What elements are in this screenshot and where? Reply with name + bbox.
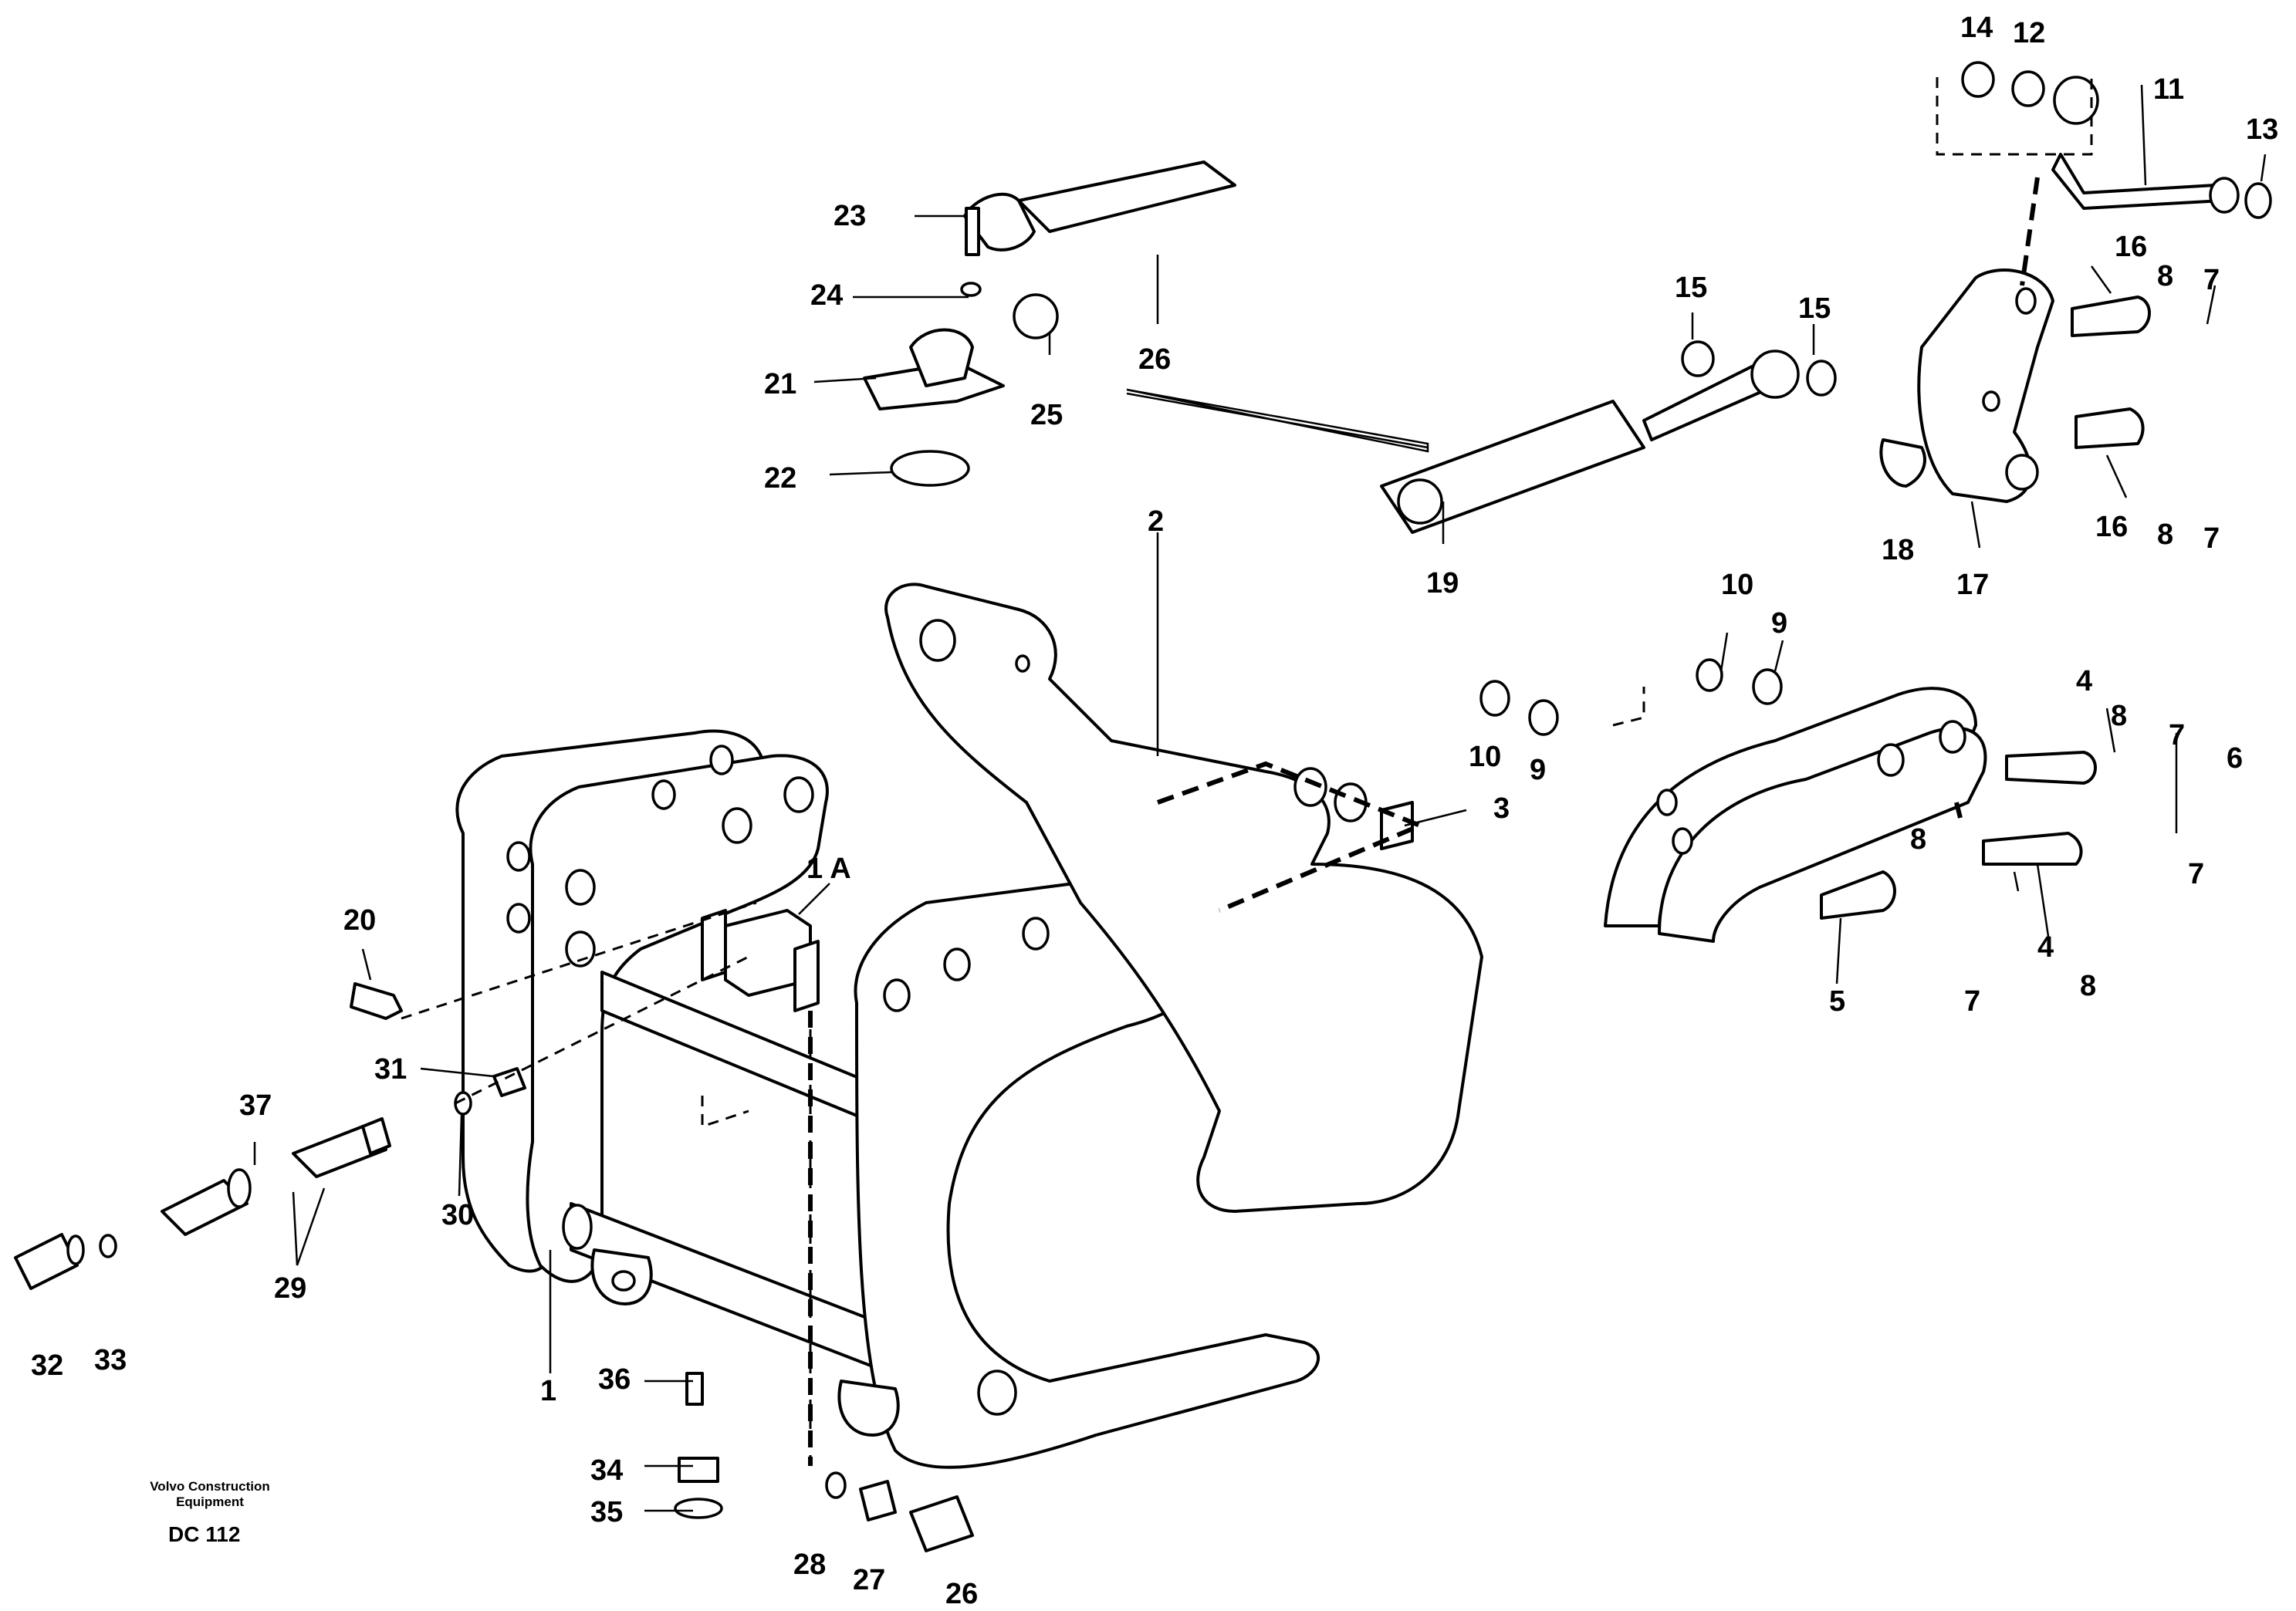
callout-7-bottom: 7 — [1964, 985, 1980, 1018]
callout-8-left: 8 — [1910, 823, 1926, 856]
callout-6: 6 — [2227, 742, 2243, 775]
callout-22: 22 — [764, 462, 796, 495]
callout-21: 21 — [764, 368, 796, 400]
callout-10-left: 10 — [1469, 741, 1501, 773]
callout-32: 32 — [31, 1349, 63, 1382]
callout-labels: 1 1 A 2 3 4 4 5 6 7 7 7 7 7 8 8 8 8 8 9 … — [31, 12, 2278, 1610]
valve-block-part-1a — [701, 909, 820, 1012]
callout-8-top-b: 8 — [2157, 518, 2173, 551]
link-arm-part-2 — [884, 583, 1483, 1213]
bell-crank-part-17 — [1879, 61, 2272, 503]
callout-7-top-a: 7 — [2203, 264, 2220, 296]
footer-company-line-2: Equipment — [176, 1494, 244, 1509]
callout-8-right-lower: 8 — [2080, 970, 2096, 1002]
callout-14: 14 — [1960, 12, 1993, 44]
callout-18: 18 — [1882, 534, 1914, 566]
callout-3: 3 — [1493, 792, 1510, 825]
callout-11: 11 — [2153, 73, 2184, 106]
callout-31: 31 — [374, 1053, 407, 1086]
bottom-fittings — [674, 1372, 974, 1552]
callout-37: 37 — [239, 1089, 272, 1122]
footer-block: Volvo Construction Equipment DC 112 — [150, 1479, 270, 1546]
callout-1: 1 — [540, 1375, 556, 1407]
callout-23: 23 — [834, 200, 866, 232]
callout-35: 35 — [590, 1496, 623, 1528]
callout-8-top-a: 8 — [2157, 260, 2173, 292]
callout-15-right: 15 — [1798, 292, 1831, 325]
callout-25: 25 — [1030, 399, 1063, 431]
callout-7-mid-b: 7 — [2188, 858, 2204, 890]
callout-19: 19 — [1426, 567, 1459, 599]
footer-drawing-code: DC 112 — [168, 1522, 240, 1546]
callout-24: 24 — [810, 279, 843, 312]
leader-lines — [253, 84, 2267, 1512]
callout-29: 29 — [274, 1272, 306, 1305]
callout-30: 30 — [441, 1199, 474, 1231]
callout-15-left: 15 — [1675, 272, 1707, 304]
callout-36: 36 — [598, 1363, 631, 1396]
callout-2: 2 — [1148, 505, 1164, 538]
callout-8-mid: 8 — [2111, 700, 2127, 732]
pipe-elbow-assembly — [863, 160, 1236, 487]
callout-20: 20 — [343, 904, 376, 937]
callout-34: 34 — [590, 1454, 623, 1487]
callout-9-right: 9 — [1771, 607, 1787, 640]
callout-26-top: 26 — [1138, 343, 1171, 376]
callout-10-right: 10 — [1721, 569, 1753, 601]
callout-5: 5 — [1829, 985, 1845, 1018]
callout-27: 27 — [853, 1564, 885, 1596]
callout-28: 28 — [793, 1549, 826, 1581]
callout-16-top: 16 — [2115, 231, 2147, 263]
hydraulic-cylinder-part-19 — [1380, 340, 1837, 534]
connector-lines — [401, 77, 2093, 1466]
callout-7-mid-a: 7 — [2169, 719, 2185, 751]
callout-12: 12 — [2013, 17, 2045, 49]
callout-26-bottom: 26 — [945, 1578, 978, 1610]
left-fittings — [14, 982, 526, 1290]
footer-company-line-1: Volvo Construction — [150, 1479, 270, 1494]
callout-33: 33 — [94, 1344, 127, 1376]
callout-13: 13 — [2246, 113, 2278, 146]
frame-detail-right — [1479, 658, 2097, 943]
callout-4-lower: 4 — [2037, 931, 2054, 964]
callout-1a: 1 A — [806, 853, 851, 885]
callout-7-top-b: 7 — [2203, 522, 2220, 555]
callout-17: 17 — [1956, 569, 1989, 601]
callout-16-bottom: 16 — [2095, 511, 2128, 543]
callout-9-left: 9 — [1530, 754, 1546, 786]
fork-frame-part-1 — [455, 729, 912, 1383]
callout-4-upper: 4 — [2076, 665, 2092, 697]
